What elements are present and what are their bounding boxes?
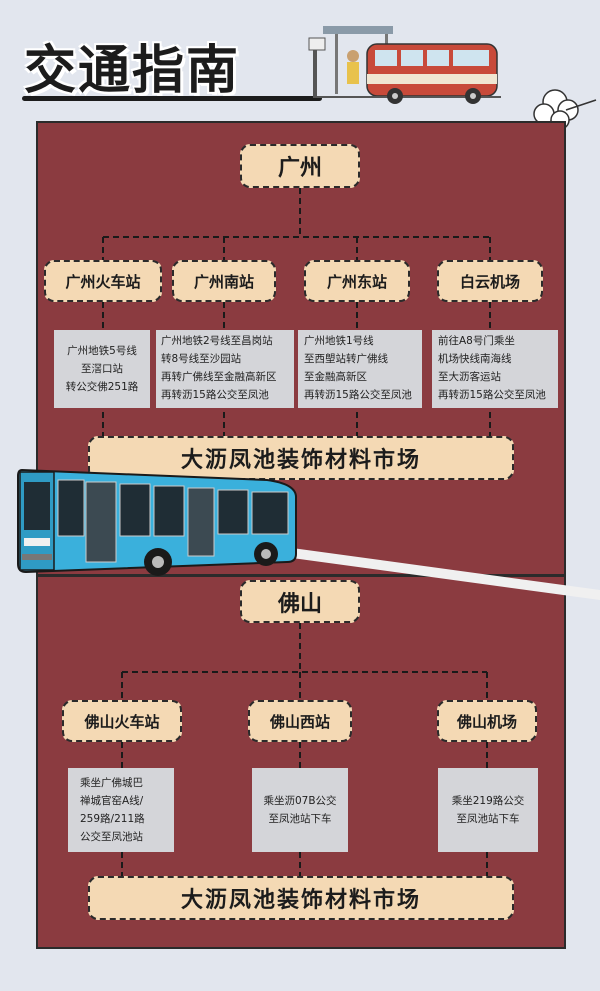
route-step: 公交至凤池站: [80, 831, 143, 843]
route-step: 至凤池站下车: [456, 813, 520, 825]
title-underline: [22, 96, 322, 101]
bus-stop-illustration: [308, 26, 501, 104]
route-info: 广州地铁2号线至昌岗站 转8号线至沙园站 再转广佛线至金融高新区 再转沥15路公…: [156, 330, 294, 408]
route-step: 广州地铁5号线: [67, 345, 137, 357]
route-step: 至金融高新区: [304, 371, 367, 383]
route-step: 259路/211路: [80, 813, 145, 825]
route-step: 禅城官窑A线/: [80, 795, 144, 807]
station-label: 白云机场: [437, 260, 543, 302]
route-step: 再转沥15路公交至凤池: [438, 389, 546, 401]
bus-icon: [17, 468, 297, 576]
route-step: 机场快线南海线: [438, 353, 512, 365]
route-step: 至大沥客运站: [438, 371, 501, 383]
station-label: 广州东站: [304, 260, 410, 302]
route-step: 至滘口站: [81, 363, 123, 375]
route-step: 前往A8号门乘坐: [438, 335, 515, 347]
guangzhou-city-label: 广州: [240, 144, 360, 188]
route-info: 乘坐广佛城巴 禅城官窑A线/ 259路/211路 公交至凤池站: [68, 768, 174, 852]
route-info: 乘坐沥07B公交 至凤池站下车: [252, 768, 348, 852]
station-label: 广州南站: [172, 260, 276, 302]
page-title: 交通指南: [24, 41, 241, 101]
route-info: 广州地铁5号线 至滘口站 转公交佛251路: [54, 330, 150, 408]
route-step: 乘坐沥07B公交: [263, 795, 337, 807]
destination-label: 大沥凤池装饰材料市场: [88, 436, 514, 480]
station-label: 广州火车站: [44, 260, 162, 302]
station-label: 佛山机场: [437, 700, 537, 742]
destination-label: 大沥凤池装饰材料市场: [88, 876, 514, 920]
route-step: 再转广佛线至金融高新区: [161, 371, 277, 383]
route-step: 乘坐广佛城巴: [80, 777, 143, 789]
route-step: 转8号线至沙园站: [161, 353, 242, 365]
route-step: 再转沥15路公交至凤池: [161, 389, 269, 401]
route-info: 前往A8号门乘坐 机场快线南海线 至大沥客运站 再转沥15路公交至凤池: [432, 330, 558, 408]
route-step: 广州地铁2号线至昌岗站: [161, 335, 273, 347]
foshan-city-label: 佛山: [240, 580, 360, 623]
route-info: 乘坐219路公交 至凤池站下车: [438, 768, 538, 852]
route-step: 转公交佛251路: [65, 381, 139, 393]
route-step: 至凤池站下车: [268, 813, 332, 825]
route-step: 至西塱站转广佛线: [304, 353, 388, 365]
route-step: 再转沥15路公交至凤池: [304, 389, 412, 401]
route-info: 广州地铁1号线 至西塱站转广佛线 至金融高新区 再转沥15路公交至凤池: [298, 330, 422, 408]
station-label: 佛山火车站: [62, 700, 182, 742]
route-step: 广州地铁1号线: [304, 335, 374, 347]
station-label: 佛山西站: [248, 700, 352, 742]
route-step: 乘坐219路公交: [451, 795, 525, 807]
